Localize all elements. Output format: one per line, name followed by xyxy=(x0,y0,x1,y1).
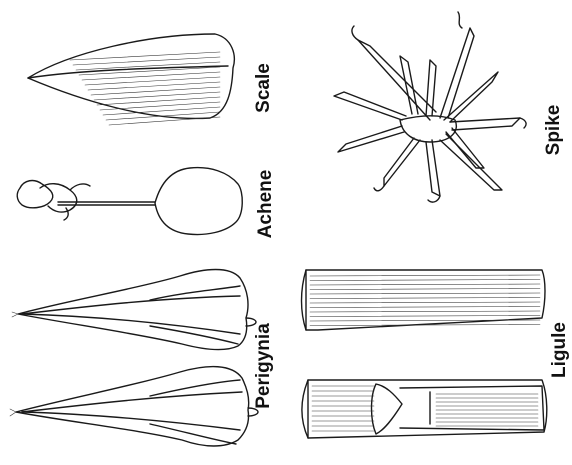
hatch-line xyxy=(109,117,220,125)
achene-drawing xyxy=(17,168,242,235)
ligule-label: Ligule xyxy=(549,322,571,378)
hatch-line xyxy=(310,275,540,276)
hatch-line xyxy=(82,72,220,80)
perigynia-label: Perigynia xyxy=(253,323,275,409)
hatch-line xyxy=(310,302,540,303)
hatch-line xyxy=(310,289,540,290)
hatch-line xyxy=(97,97,220,105)
hatch-line xyxy=(310,311,540,312)
hatch-line xyxy=(94,92,220,100)
hatch-line xyxy=(310,316,540,317)
hatch-line xyxy=(88,82,220,90)
perigynium-lower-drawing xyxy=(10,367,258,446)
scale-drawing xyxy=(28,34,234,125)
ligule-lower-drawing xyxy=(302,380,547,438)
hatch-line xyxy=(310,293,540,294)
hatch-line xyxy=(85,77,220,85)
spike-drawing xyxy=(334,12,526,202)
ligule-upper-drawing xyxy=(302,270,546,330)
spike-label: Spike xyxy=(543,105,565,156)
hatch-line xyxy=(91,87,220,95)
hatch-line xyxy=(310,307,540,308)
hatch-line xyxy=(310,284,540,285)
achene-label: Achene xyxy=(255,170,277,239)
perigynium-upper-drawing xyxy=(12,270,256,350)
hatch-line xyxy=(73,57,220,65)
hatch-line xyxy=(70,52,220,60)
scale-label: Scale xyxy=(253,63,275,113)
hatch-line xyxy=(310,280,540,281)
hatch-line xyxy=(310,298,540,299)
hatch-line xyxy=(100,102,220,110)
